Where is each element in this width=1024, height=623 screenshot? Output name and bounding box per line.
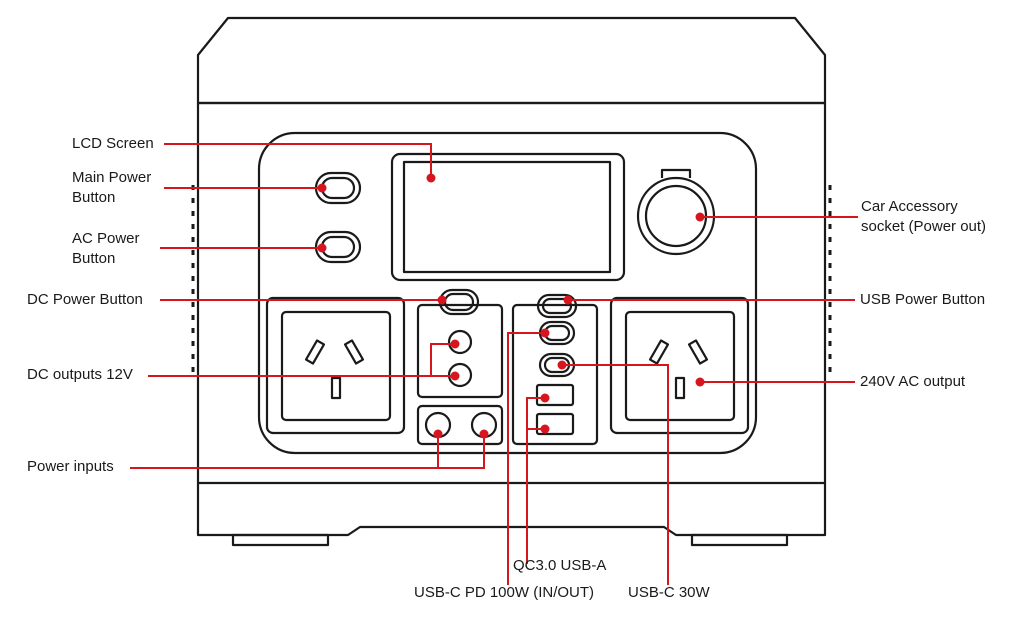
dot-dc-output-2 [450,371,460,381]
usb-power-button-inner [541,297,573,315]
ac-outlet-left-slot-a [304,339,326,365]
label-ac-output: 240V AC output [860,373,966,390]
device-outline [196,16,827,547]
dot-dc-power [437,295,447,305]
dc-power-button-inner [443,292,475,312]
usb-power-button [536,293,578,319]
dot-usb-c-30w [557,360,567,370]
dot-ac-output [695,377,705,387]
label-main-power-button: Main Power Button [72,169,152,206]
power-input-panel [416,404,504,446]
leader-lcd [164,143,432,178]
main-power-button-inner [320,176,356,200]
leader-power-inputs [130,434,485,469]
label-usb-c-pd: USB-C PD 100W (IN/OUT) [414,584,595,601]
ac-power-button-inner [320,235,356,259]
dot-usb-a-2 [540,424,550,434]
label-dc-power-button: DC Power Button [27,291,143,308]
leader-usb-c-30w [562,364,669,585]
ac-outlet-left-slot-b [343,339,365,365]
leader-lines [130,143,858,585]
dot-usb-c-pd [540,328,550,338]
device-lid [196,16,827,105]
leader-dc-outputs [148,343,455,377]
dot-dc-output-1 [450,339,460,349]
ac-outlet-left-earth [330,376,342,400]
side-vents [191,185,832,378]
dot-car-socket [695,212,705,222]
label-lcd-screen: LCD Screen [72,135,154,152]
device-base [196,483,827,537]
dc-output-1 [447,329,473,355]
label-usb-c-30w: USB-C 30W [628,584,710,601]
usb-a-port-1 [535,383,575,407]
dot-usb-a-1 [540,393,550,403]
ac-outlet-right-slot-a [648,339,670,365]
dc-output-panel [416,303,504,399]
lcd-bezel [390,152,626,282]
usb-panel [511,303,599,446]
ac-outlet-left-face [280,310,392,422]
car-socket-cap [660,168,692,178]
ac-outlet-right-slot-b [687,339,709,365]
label-ac-power-button: AC Power Button [72,230,140,267]
device-foot-left [231,533,330,547]
usb-a-port-2 [535,412,575,436]
leader-dots [317,173,705,439]
label-usb-power-button: USB Power Button [860,291,986,308]
lcd-screen [402,160,612,274]
dot-ac-power [317,243,327,253]
dot-lcd [426,173,436,183]
device-body [196,101,827,485]
dot-power-input-1 [433,429,443,439]
dot-main-power [317,183,327,193]
label-car-accessory-socket: Car Accessory socket (Power out) [861,198,987,235]
dot-power-input-2 [479,429,489,439]
dot-usb-power [563,295,573,305]
leader-qc-usb-a [526,397,545,564]
label-qc-usb-a: QC3.0 USB-A [513,557,607,574]
ac-outlet-left-frame [265,296,406,435]
label-power-inputs: Power inputs [27,458,114,475]
device-foot-right [690,533,789,547]
label-dc-outputs: DC outputs 12V [27,366,133,383]
ac-outlet-right-earth [674,376,686,400]
leader-usb-c-pd [507,332,545,585]
